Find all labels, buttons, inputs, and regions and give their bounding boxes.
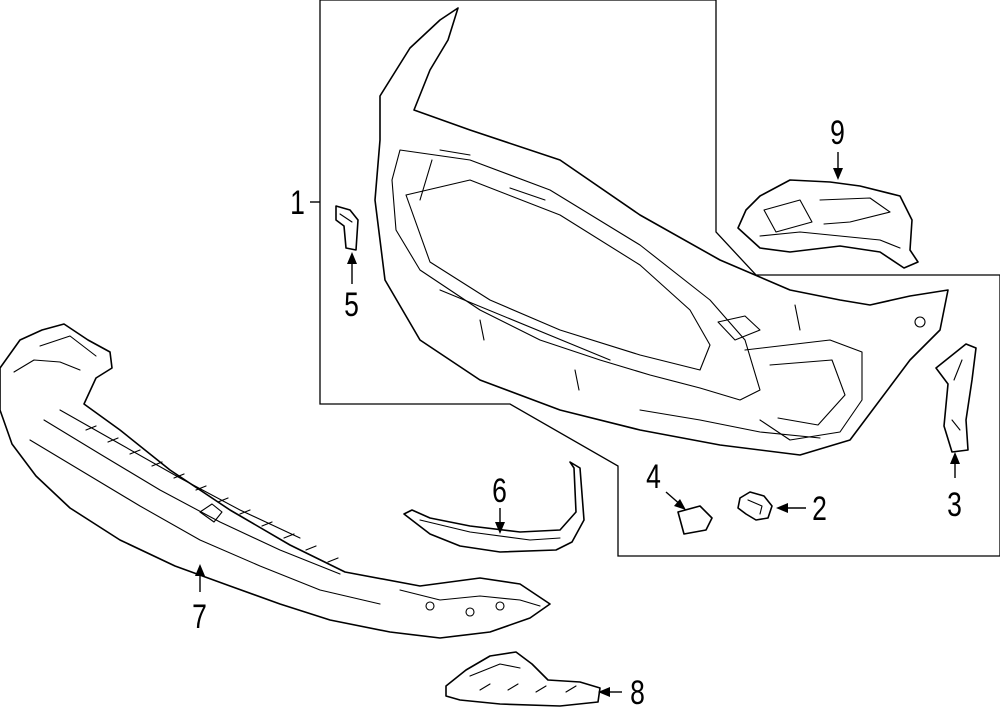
assembly-frame bbox=[319, 0, 1000, 557]
callout-4: 4 bbox=[646, 458, 661, 496]
side-bracket bbox=[737, 179, 919, 269]
callout-1: 1 bbox=[290, 184, 305, 222]
callout-7: 7 bbox=[192, 598, 207, 636]
bumper-cover bbox=[374, 7, 949, 456]
sensor-bracket bbox=[737, 491, 773, 521]
small-bracket bbox=[335, 205, 359, 251]
callout-5: 5 bbox=[344, 286, 359, 324]
callout-8: 8 bbox=[630, 674, 645, 712]
corner-bracket bbox=[445, 651, 601, 707]
callout-9: 9 bbox=[830, 114, 845, 152]
side-molding bbox=[935, 343, 977, 453]
callout-2: 2 bbox=[812, 490, 827, 528]
tow-hook-cover bbox=[677, 505, 713, 535]
lower-trim-molding bbox=[403, 461, 585, 553]
callout-3: 3 bbox=[947, 486, 962, 524]
lower-support bbox=[0, 323, 551, 639]
callout-6: 6 bbox=[492, 472, 507, 510]
